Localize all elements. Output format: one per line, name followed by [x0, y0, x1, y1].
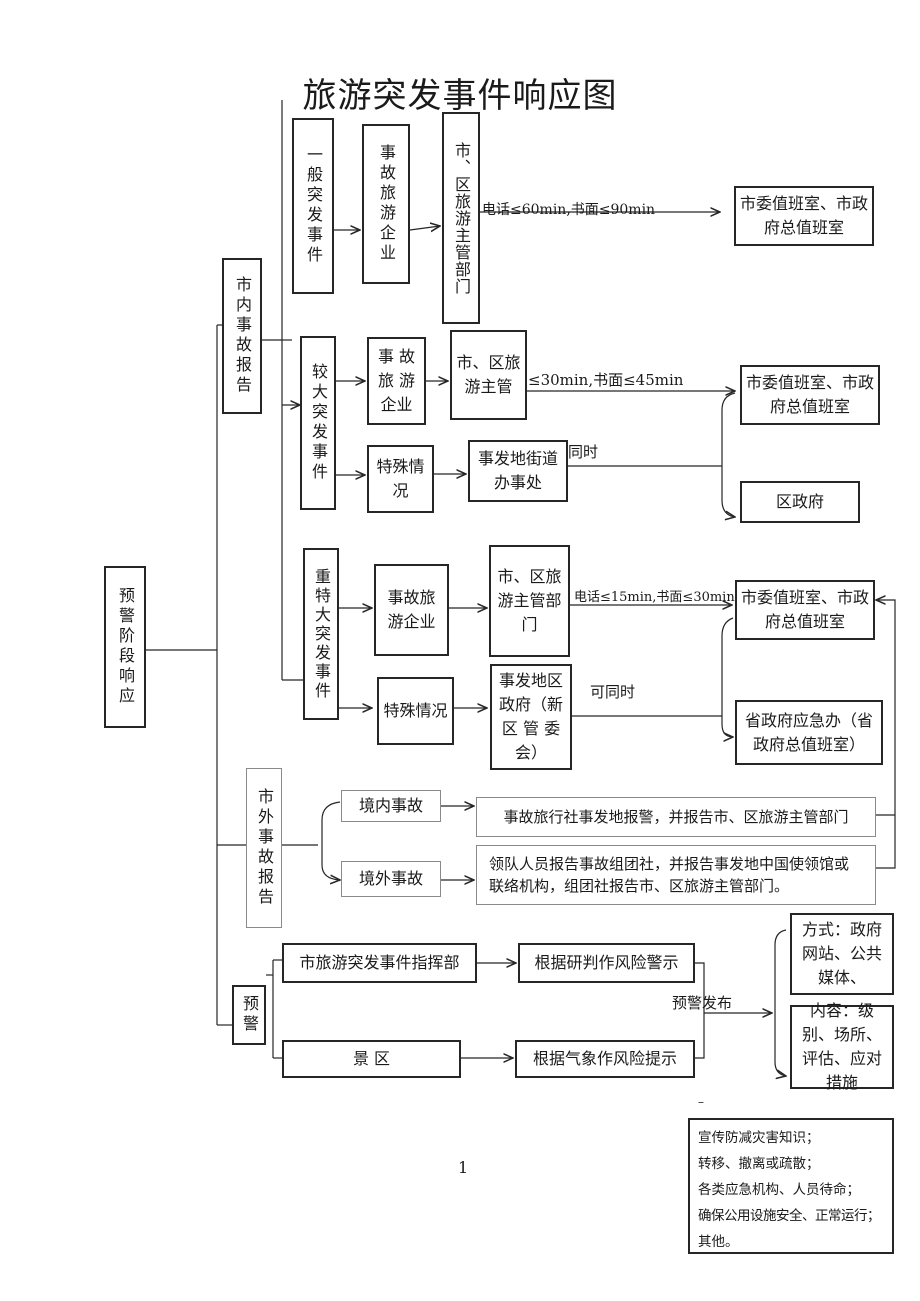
domestic-incident-node: 境内事故: [341, 790, 441, 822]
risk-warning-node: 根据研判作风险警示: [518, 943, 695, 983]
major-target-node: 市委值班室、市政府总值班室: [740, 365, 880, 425]
page-title: 旅游突发事件响应图: [302, 76, 618, 116]
measure-item: 宣传防减灾害知识；: [698, 1130, 820, 1146]
measure-item: 转移、撤离或疏散；: [698, 1155, 820, 1172]
major-incident-node: 较大突发事件: [300, 336, 336, 510]
serious-enterprise-node: 事故旅游企业: [374, 564, 449, 656]
major-street-office-node: 事发地街道办事处: [468, 440, 568, 502]
in-city-report-node: 市内事故报告: [222, 258, 262, 414]
measure-item: 确保公用设施安全、正常运行；: [698, 1207, 881, 1224]
page-number: 1: [458, 1158, 469, 1177]
major-special-node: 特殊情况: [367, 445, 434, 513]
serious-authority-node: 市、区旅游主管部门: [489, 545, 570, 657]
response-measures-box: 宣传防减灾害知识； 转移、撤离或疏散； 各类应急机构、人员待命； 确保公用设施安…: [688, 1118, 894, 1254]
overseas-action-node: 领队人员报告事故组团社，并报告事发地中国使领馆或联络机构，组团社报告市、区旅游主…: [476, 845, 876, 905]
general-time-limit-label: 电话≤60min,书面≤90min: [482, 202, 656, 218]
publish-content-node: 内容：级别、场所、评估、应对措施: [790, 1001, 894, 1092]
scenic-area-node: 景 区: [282, 1040, 461, 1078]
serious-incident-node: 重特大突发事件: [303, 548, 339, 720]
out-city-report-node: 市外事故报告: [246, 768, 282, 928]
measure-item: 其他。: [698, 1233, 739, 1250]
general-authority-node: 市、区旅游主管部门: [442, 112, 480, 324]
command-center-node: 市旅游突发事件指挥部: [282, 943, 477, 983]
major-enterprise-node: 事 故 旅 游 企业: [367, 337, 426, 425]
domestic-action-node: 事故旅行社事发地报警，并报告市、区旅游主管部门: [476, 797, 876, 837]
dash-mark: –: [698, 1095, 704, 1109]
serious-simultaneous-label: 可同时: [590, 683, 636, 701]
weather-risk-node: 根据气象作风险提示: [515, 1040, 695, 1078]
major-authority-node: 市、区旅游主管: [450, 330, 527, 420]
general-enterprise-node: 事故旅游企业: [362, 124, 410, 284]
measure-item: 各类应急机构、人员待命；: [698, 1181, 860, 1198]
general-target-node: 市委值班室、市政府总值班室: [734, 186, 874, 246]
root-node: 预警阶段响应: [104, 566, 146, 728]
major-time-limit-label: ≤30min,书面≤45min: [528, 371, 684, 389]
major-simultaneous-label: 同时: [568, 443, 599, 461]
warning-publish-label: 预警发布: [672, 994, 733, 1012]
overseas-incident-node: 境外事故: [341, 861, 441, 897]
serious-time-limit-label: 电话≤15min,书面≤30min: [574, 590, 735, 605]
serious-special-node: 特殊情况: [377, 677, 454, 745]
serious-target-node: 市委值班室、市政府总值班室: [735, 580, 875, 640]
serious-local-gov-node: 事发地区政府（新 区 管 委会）: [490, 664, 572, 770]
major-district-gov-node: 区政府: [740, 481, 860, 523]
publish-method-node: 方式：政府网站、公共媒体、: [790, 913, 894, 995]
warning-node: 预警: [232, 985, 266, 1045]
serious-province-node: 省政府应急办（省政府总值班室）: [735, 700, 883, 765]
general-incident-node: 一般突发事件: [292, 118, 334, 294]
